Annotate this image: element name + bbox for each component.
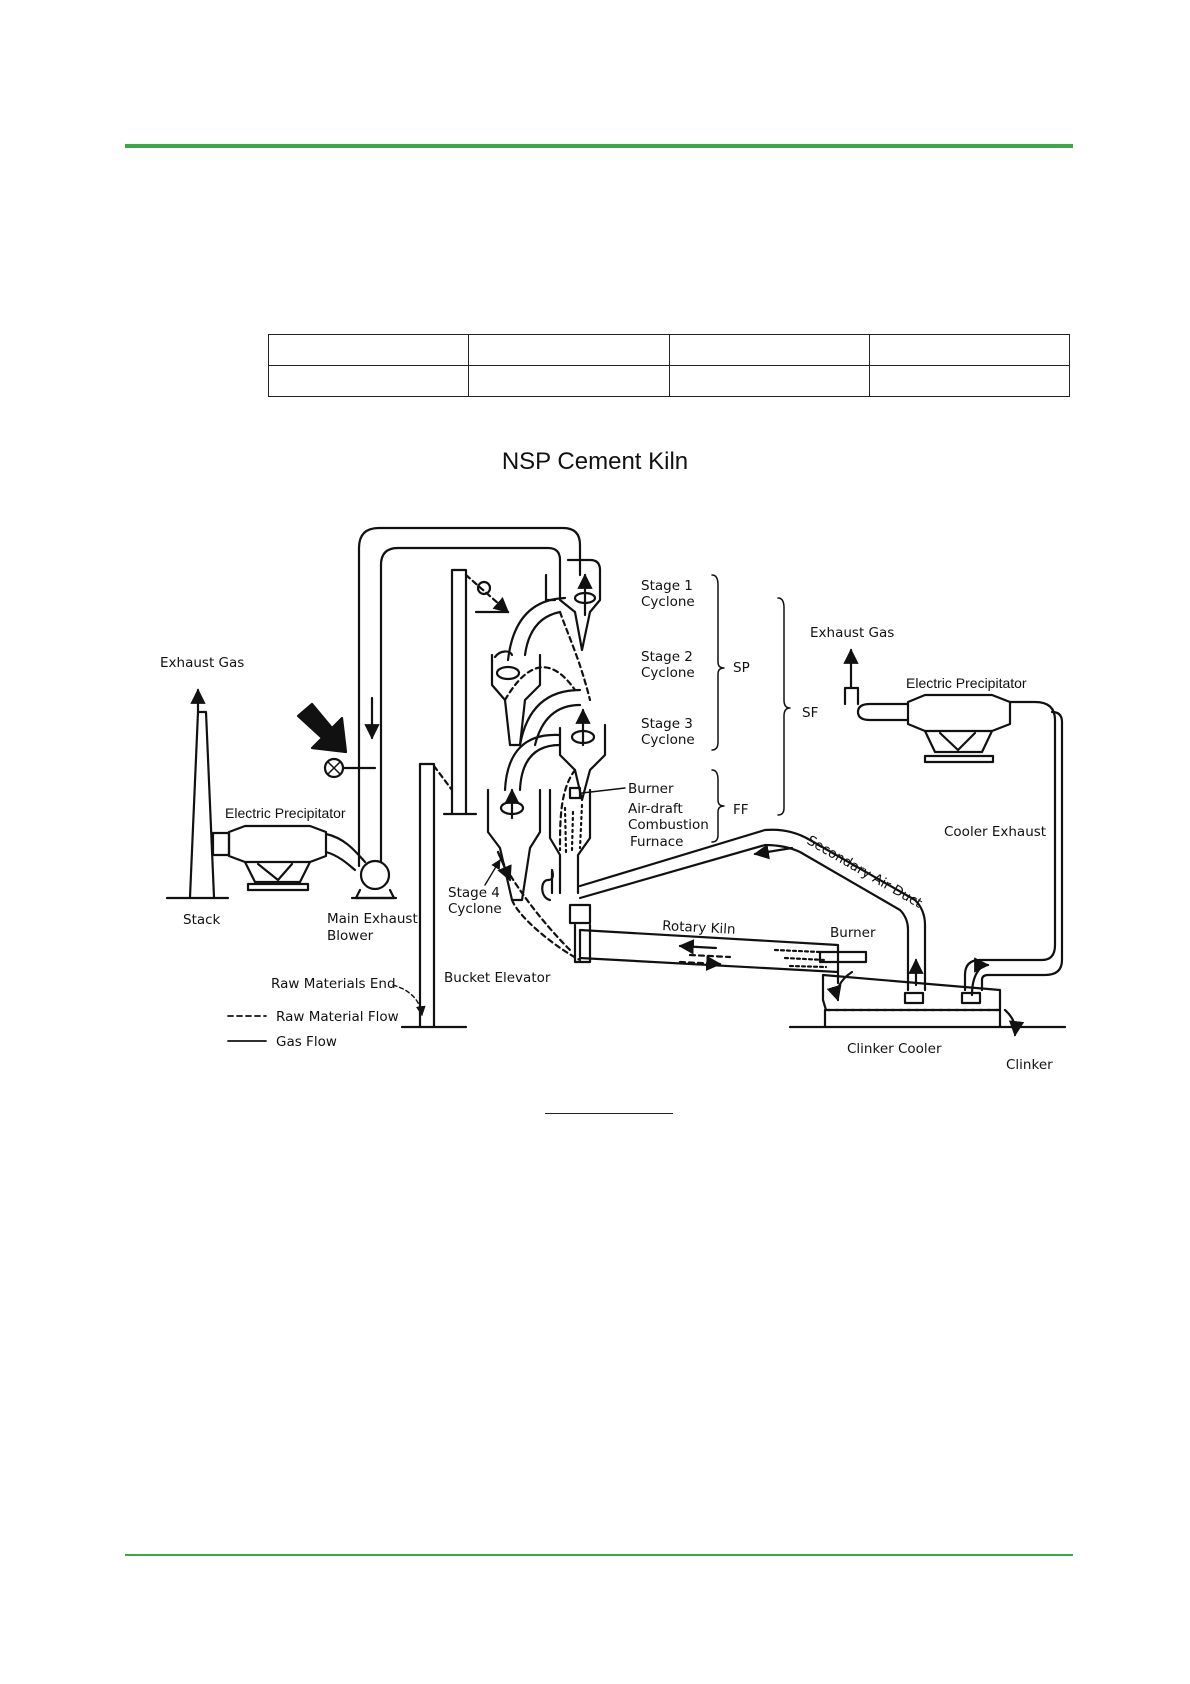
secondary-air-duct: [578, 828, 927, 992]
label-burner-top: Burner: [628, 781, 674, 797]
label-stage3: Stage 3: [641, 716, 693, 732]
label-stage4: Stage 4: [448, 885, 500, 901]
label-electric-precipitator-right: Electric Precipitator: [906, 675, 1027, 691]
label-clinker: Clinker: [1006, 1057, 1053, 1073]
main-exhaust-blower: [296, 526, 582, 900]
legend: [227, 1015, 267, 1042]
label-stage1-cyclone: Cyclone: [641, 594, 695, 610]
cooler-exhaust-duct: [963, 700, 1064, 997]
table-cell: [267, 365, 470, 397]
bucket-elevator: [400, 568, 510, 1029]
stack: [165, 688, 230, 900]
table-cell: [868, 365, 1071, 397]
table-row: [267, 334, 1071, 366]
label-stage3-cyclone: Cyclone: [641, 732, 695, 748]
leader-lines: [392, 787, 626, 1016]
label-stage1: Stage 1: [641, 578, 693, 594]
label-furnace-3: Furnace: [630, 834, 683, 850]
table-cell: [668, 365, 870, 397]
header-rule: [125, 144, 1073, 148]
preheater-tower: [486, 558, 607, 962]
blank-table: [267, 334, 1071, 397]
table-cell: [468, 365, 670, 397]
label-furnace-1: Air-draft: [628, 801, 683, 817]
electric-precipitator-right: [843, 648, 1012, 764]
label-ff: FF: [733, 802, 749, 818]
rotary-kiln: [568, 903, 868, 985]
label-main-exhaust-blower-2: Blower: [327, 928, 374, 944]
label-furnace-2: Combustion: [628, 817, 709, 833]
label-raw-materials-end: Raw Materials End: [271, 976, 396, 992]
label-sp: SP: [733, 660, 750, 676]
braces: [711, 574, 791, 843]
clinker-cooler: [788, 970, 1067, 1037]
table-cell: [868, 334, 1071, 366]
electric-precipitator-left: [211, 824, 367, 892]
figure-title: NSP Cement Kiln: [501, 448, 689, 475]
caption-rule: [545, 1113, 673, 1114]
label-stage2-cyclone: Cyclone: [641, 665, 695, 681]
legend-raw-material-flow: Raw Material Flow: [276, 1009, 399, 1025]
legend-gas-flow: Gas Flow: [276, 1034, 337, 1050]
label-burner-kiln: Burner: [830, 925, 876, 941]
label-stage2: Stage 2: [641, 649, 693, 665]
label-sf: SF: [802, 705, 818, 721]
label-stage4-cyclone: Cyclone: [448, 901, 502, 917]
label-electric-precipitator-left: Electric Precipitator: [225, 805, 346, 821]
table-row: [267, 365, 1071, 397]
label-clinker-cooler: Clinker Cooler: [847, 1041, 942, 1057]
footer-rule: [125, 1554, 1073, 1556]
label-stack: Stack: [183, 912, 221, 928]
label-secondary-air-duct: Secondary Air Duct: [804, 833, 925, 912]
label-rotary-kiln: Rotary Kiln: [662, 918, 736, 938]
label-cooler-exhaust: Cooler Exhaust: [944, 824, 1046, 840]
label-exhaust-gas-right: Exhaust Gas: [810, 625, 894, 641]
label-exhaust-gas-left: Exhaust Gas: [160, 655, 244, 671]
label-main-exhaust-blower-1: Main Exhaust: [327, 911, 418, 927]
label-bucket-elevator: Bucket Elevator: [444, 970, 551, 986]
